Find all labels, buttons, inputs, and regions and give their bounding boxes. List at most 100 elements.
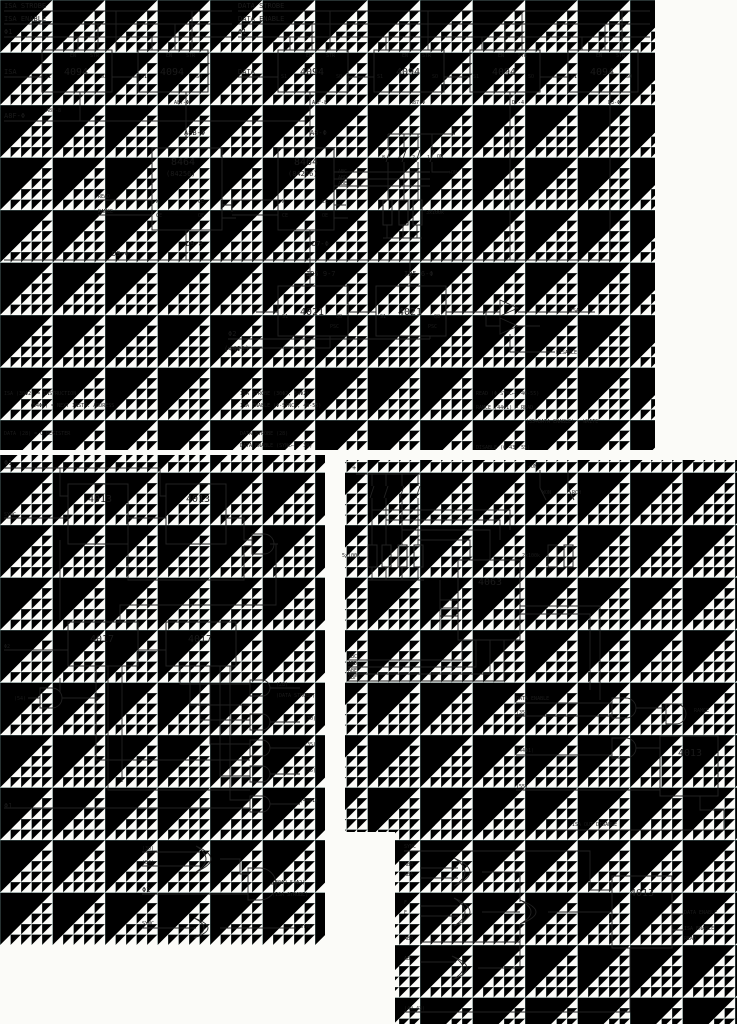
label-data: DATA bbox=[238, 68, 256, 76]
svg-text:ABC: ABC bbox=[404, 956, 413, 962]
svg-text:(54): (54) bbox=[142, 860, 154, 866]
svg-text:A87-Φ: A87-Φ bbox=[410, 100, 425, 106]
svg-text:(DATA STROBE): (DATA STROBE) bbox=[276, 693, 315, 699]
svg-text:ABA: ABA bbox=[404, 872, 413, 878]
svg-text:4013: 4013 bbox=[678, 748, 702, 759]
svg-text:SO: SO bbox=[100, 74, 106, 80]
svg-text:DATA STROBE (28): DATA STROBE (28) bbox=[240, 431, 288, 437]
svg-text:ABB: ABB bbox=[404, 936, 413, 942]
svg-text:SYNC: SYNC bbox=[4, 512, 16, 518]
svg-text:DATA ENABLE: DATA ENABLE bbox=[684, 910, 717, 916]
svg-text:4094: 4094 bbox=[590, 67, 614, 78]
svg-text:4013: 4013 bbox=[630, 888, 654, 899]
svg-text:DATA ENABLE: DATA ENABLE bbox=[516, 696, 549, 702]
svg-text:READ: READ bbox=[684, 936, 696, 942]
svg-text:A8F-8: A8F-8 bbox=[312, 100, 327, 106]
svg-text:4094: 4094 bbox=[492, 67, 516, 78]
svg-text:SO: SO bbox=[528, 74, 534, 80]
sr-1-chip: 4094 bbox=[64, 67, 88, 78]
svg-text:ISA (30Φ2) = INSTRUCTION: ISA (30Φ2) = INSTRUCTION bbox=[4, 391, 76, 397]
svg-text:(30): (30) bbox=[304, 716, 316, 722]
svg-text:WON: WON bbox=[542, 490, 551, 496]
svg-text:RAMCE: RAMCE bbox=[694, 708, 709, 714]
svg-text:ISA STROBE (30Φ2, 54Φ2): ISA STROBE (30Φ2, 54Φ2) bbox=[240, 391, 309, 397]
svg-text:D7-Φ: D7-Φ bbox=[312, 240, 329, 248]
svg-text:2x100k: 2x100k bbox=[522, 553, 540, 559]
svg-text:Φ2: Φ2 bbox=[4, 644, 10, 650]
svg-text:(44Φ1): (44Φ1) bbox=[224, 345, 249, 353]
svg-text:ISA: ISA bbox=[570, 308, 579, 314]
svg-text:(54): (54) bbox=[14, 696, 26, 702]
svg-text:ABF: ABF bbox=[348, 675, 357, 681]
svg-text:SYNC: SYNC bbox=[300, 924, 312, 930]
sr-6: 4094 S1 SO EN STR D3-Φ bbox=[567, 49, 639, 106]
svg-text:RCH: RCH bbox=[572, 490, 581, 496]
svg-text:Φ1: Φ1 bbox=[4, 459, 12, 467]
svg-text:W: W bbox=[282, 199, 286, 205]
sr-1-bus: A8F-8 bbox=[46, 108, 61, 114]
label-phi1: Φ1 bbox=[4, 28, 12, 36]
svg-text:PSC: PSC bbox=[428, 324, 437, 330]
svg-text:(35): (35) bbox=[516, 710, 528, 716]
svg-text:EN: EN bbox=[306, 53, 312, 59]
svg-text:STR: STR bbox=[422, 53, 432, 59]
svg-text:ABE: ABE bbox=[338, 181, 347, 187]
ram-read-label: READ bbox=[98, 194, 110, 200]
svg-text:SYNC: SYNC bbox=[404, 844, 416, 850]
svg-text:EN: EN bbox=[70, 53, 76, 59]
ram-ramce-label: RAMCE bbox=[98, 209, 113, 215]
piso-block: ID5 9-7 ID5 6-Φ 4021 4021 S1 Q8 PSC S1 Q… bbox=[224, 260, 595, 356]
label-data-enable: DATA ENABLE bbox=[238, 15, 284, 23]
svg-text:CE: CE bbox=[282, 213, 288, 219]
svg-text:F: F bbox=[404, 900, 407, 906]
svg-text:4017: 4017 bbox=[90, 634, 114, 645]
top-wires bbox=[4, 10, 650, 260]
rom-block: + +ON WON RCH 5x100k 2x100k 4063 ABC ABD… bbox=[342, 464, 725, 831]
ram-1: A8B-Φ 8464 (84256) W CE CE OE D9-8 READ … bbox=[98, 129, 223, 248]
svg-text:EN: EN bbox=[498, 53, 504, 59]
svg-text:OE: OE bbox=[322, 213, 328, 219]
svg-text:4094: 4094 bbox=[300, 67, 324, 78]
svg-text:EN: EN bbox=[596, 53, 602, 59]
svg-text:EN: EN bbox=[166, 53, 172, 59]
svg-text:(54Φ2) = NEXT INSTR. ADDRESS: (54Φ2) = NEXT INSTR. ADDRESS bbox=[30, 403, 114, 409]
label-data-strobe: DATA STROBE bbox=[238, 2, 284, 10]
svg-text:4013: 4013 bbox=[186, 494, 210, 505]
svg-text:EN: EN bbox=[402, 53, 408, 59]
sr-4: 4094 S1 SO EN STR A87-Φ bbox=[373, 49, 445, 106]
svg-text:ABB: ABB bbox=[404, 862, 413, 868]
svg-text:(35): (35) bbox=[304, 742, 316, 748]
svg-text:ISA OUT DISABLE: ISA OUT DISABLE bbox=[572, 822, 617, 828]
svg-text:CE: CE bbox=[156, 213, 162, 219]
svg-text:STR: STR bbox=[518, 53, 528, 59]
notes: ISA (30Φ2) = INSTRUCTION (54Φ2) = NEXT I… bbox=[4, 391, 598, 451]
svg-text:Q8: Q8 bbox=[336, 314, 342, 320]
svg-text:ID5 9-7: ID5 9-7 bbox=[306, 270, 336, 278]
svg-text:(55): (55) bbox=[304, 768, 316, 774]
svg-text:S1: S1 bbox=[281, 74, 287, 80]
svg-text:S1: S1 bbox=[473, 74, 479, 80]
svg-text:(30Φ2,54Φ2): (30Φ2,54Φ2) bbox=[272, 880, 305, 886]
svg-text:(40-43): (40-43) bbox=[404, 1006, 425, 1012]
svg-text:ISA ENABLE: ISA ENABLE bbox=[684, 926, 714, 932]
svg-text:(30): (30) bbox=[142, 846, 154, 852]
svg-text:S1: S1 bbox=[380, 314, 386, 320]
timing-block: Φ1 SYNC Φ2 (54) 4013 4013 4017 4017 (28)… bbox=[4, 459, 318, 813]
svg-text:CE: CE bbox=[198, 199, 204, 205]
svg-text:STR: STR bbox=[326, 53, 336, 59]
svg-text:8: 8 bbox=[382, 155, 385, 161]
strobe-logic: (30) (54) Φ2 (30Φ2,54Φ2) (ISA STROBE) SY… bbox=[142, 845, 312, 939]
label-a8f0: A8F-Φ bbox=[4, 112, 25, 120]
svg-text:(84256): (84256) bbox=[166, 170, 196, 178]
svg-text:(ISA STROBE): (ISA STROBE) bbox=[272, 892, 308, 898]
svg-text:4021: 4021 bbox=[300, 307, 324, 318]
grid-paper-top bbox=[0, 0, 655, 450]
svg-text:5x100k: 5x100k bbox=[342, 553, 360, 559]
svg-text:SO: SO bbox=[196, 74, 202, 80]
svg-text:ABD: ABD bbox=[338, 175, 347, 181]
label-d9: D9-Φ bbox=[112, 250, 129, 258]
svg-text:DATA ENABLE (SYNC⌐ - 39): DATA ENABLE (SYNC⌐ - 39) bbox=[240, 443, 312, 449]
svg-text:DISABLE: DISABLE bbox=[556, 350, 577, 356]
sr-3: 4094 S1 SO EN STR A8F-8 bbox=[277, 49, 349, 106]
